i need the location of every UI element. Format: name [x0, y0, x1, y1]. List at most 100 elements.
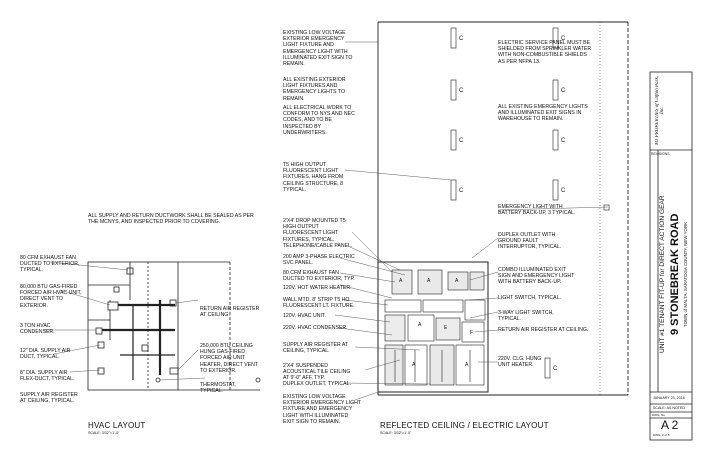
fixture-mark-f: F [470, 330, 474, 336]
emergency-light-icon [603, 204, 610, 211]
sheet-number: A 2 [661, 418, 679, 432]
fixture-mark-c: C [561, 88, 566, 94]
fixture-mark-a: A [455, 278, 459, 284]
elec-note-codes: ALL ELECTRICAL WORK TO CONFORM TO NYS an… [283, 105, 355, 136]
elec-note-existing-emergency: EXISTING LOW VOLTAGE EXTERIOR EMERGENCY … [283, 30, 353, 68]
elec-note-supply-register: SUPPLY AIR REGISTER at CEILING, TYPICAL. [283, 342, 349, 355]
ceiling-grid [384, 299, 422, 313]
thermostat [255, 377, 261, 383]
supply-register [97, 341, 105, 349]
elec-note-service-panel-shield: ELECTRIC SERVICE PANEL MUST BE SHIELDED … [498, 40, 592, 65]
t5-fixtures [450, 27, 610, 379]
project-town: TOWN of MALTA, SARATOGA COUNTY, NEW YORK [683, 221, 688, 327]
fixture-mark-c: C [459, 188, 464, 194]
elec-note-3way-switch: 3-WAY LIGHT SWITCH, TYPICAL. [498, 310, 554, 323]
fixture-mark-c: C [459, 36, 464, 42]
unit-heater-icon [544, 357, 551, 379]
elec-note-combo-exit: COMBO ILLUMINATED EXIT SIGN and EMERGENC… [498, 267, 575, 286]
hvac-note-condenser: 3 TON HVAC CONDENSER. [20, 323, 55, 336]
fixture [391, 269, 413, 295]
elec-note-return-register: RETURN AIR REGISTER at CEILING. [498, 327, 589, 333]
fixture-mark-a: A [418, 322, 422, 328]
project-title: UNIT #1 TENANT FIT-UP for DIRECT ACTION … [659, 195, 666, 353]
elec-note-existing-exterior: ALL EXISTING EXTERIOR LIGHT FIXTURES AND… [283, 77, 346, 102]
elec-note-t5-fixtures: T5 HIGH OUTPUT FLUORESCENT LIGHT FIXTURE… [283, 162, 344, 193]
elec-note-ceiling-tile: 2'x4' SUSPENDED ACOUSTICAL TILE CEILING … [283, 363, 351, 382]
elec-note-water-heater: 120V. HOT WATER HEATER. [283, 285, 352, 291]
firm-name: MJ PROPERTIES of Clifton Park, Inc. [655, 75, 665, 145]
ceiling-grid [422, 299, 464, 313]
unit-heater [169, 367, 179, 375]
tenant-unit-plan [377, 261, 489, 393]
hvac-note-supply-duct: 12" DIA. SUPPLY AIR DUCT, TYPICAL. [20, 348, 71, 361]
elec-note-exhaust-fan: 80 CFM EXHAUST FAN DUCTED TO EXTERIOR, T… [283, 270, 355, 283]
ceiling-grid [461, 321, 485, 343]
fixture [447, 271, 469, 291]
elec-note-duplex-outlet: DUPLEX OUTLET, TYPICAL. [283, 381, 351, 387]
fixture-mark-a: A [399, 278, 403, 284]
hvac-note-exhaust-fan: 80 CFM EXHAUST FAN DUCTED TO EXTERIOR, T… [20, 255, 80, 274]
hvac-note-return-register: RETURN AIR REGISTER AT CEILING. [200, 306, 260, 319]
t5-fixture-icon [552, 27, 559, 49]
hvac-note-flex-duct: 8" DIA. SUPPLY AIR FLEX-DUCT, TYPICAL. [20, 370, 75, 383]
t5-fixture-icon [552, 129, 559, 151]
hvac-note-forced-air-unit: 80,000 BTU GAS-FIRED FORCED AIR HVAC UNI… [20, 284, 82, 309]
elec-note-unit-heater: 220V. CLG. HUNG UNIT HEATER. [498, 356, 542, 369]
sheet-count: DWG. 2 of 5 [653, 433, 670, 437]
hvac-note-supply-register: SUPPLY AIR REGISTER AT CEILING, TYPICAL. [20, 392, 78, 405]
fixture-mark-c: C [561, 188, 566, 194]
hvac-plan-wall [87, 261, 179, 391]
ceiling-grid [384, 314, 406, 342]
ceiling-grid [435, 317, 461, 341]
elec-note-hvac-condenser: 220V. HVAC CONDENSER. [283, 325, 348, 331]
electric-leaders [334, 41, 609, 401]
elec-note-strip-fixture: WALL MTD. 8' STRIP T5 HO FLUORESCENT LT.… [283, 297, 355, 310]
fixture-mark-c: C [553, 366, 558, 372]
t5-fixture-icon [450, 27, 457, 49]
ceiling-grid [407, 314, 435, 342]
fixture-mark-a: A [427, 278, 431, 284]
electric-layout-scale: SCALE: 3/32"=1'-0" [380, 431, 412, 435]
dwg-no-label: DWG. No. [652, 413, 666, 417]
elec-note-light-switch: LIGHT SWITCH, TYPICAL. [498, 295, 561, 301]
exhaust-fan [113, 286, 120, 293]
supply-register [141, 344, 149, 352]
t5-fixture-icon [450, 179, 457, 201]
fixture-mark-a: A [465, 362, 469, 368]
fixture-mark-e: E [444, 325, 448, 331]
elec-note-gfi-outlet: DUPLEX OUTLET with GROUND FAULT INTERRUP… [498, 232, 562, 251]
elec-note-drop-fixtures: 2'x4' DROP MOUNTED T5 HIGH OUTPUT FLUORE… [283, 218, 346, 243]
elec-note-svc-panel: 200 AMP 3-PHASE ELECTRIC SVC PANEL. [283, 254, 355, 267]
fixture-mark-c: C [459, 138, 464, 144]
hvac-layout-title: HVAC LAYOUT [88, 421, 146, 430]
t5-fixture-icon [552, 179, 559, 201]
exhaust-fan [126, 267, 134, 275]
electric-layout-title: REFLECTED CEILING / ELECTRIC LAYOUT [380, 421, 549, 430]
drawing-date: JANUARY 23, 2018 [653, 396, 685, 400]
hvac-layout-scale: SCALE: 3/32"=1'-0" [88, 431, 120, 435]
drawing-scale: SCALE: AS NOTED [653, 406, 685, 410]
ceiling-grid [404, 344, 428, 386]
hvac-plan [87, 261, 261, 391]
ceiling-grid [455, 344, 485, 386]
elec-note-existing-warehouse: ALL EXISTING EMERGENCY LIGHTS and ILLUMI… [498, 104, 588, 123]
supply-register [97, 367, 105, 375]
fixture-mark-a: A [412, 362, 416, 368]
t5-fixture-icon [552, 79, 559, 101]
hvac-note-unit-heater: 250,000 BTU CEILING HUNG GAS-FIRED FORCE… [200, 343, 258, 374]
title-block-frame [649, 71, 693, 441]
hvac-general-note: ALL SUPPLY AND RETURN DUCTWORK SHALL BE … [88, 213, 254, 226]
fixture-mark-c: C [561, 138, 566, 144]
t5-fixture-icon [450, 129, 457, 151]
fixture-mark-c: C [561, 36, 566, 42]
hvac-note-thermostat: THERMOSTAT, TYPICAL. [200, 382, 236, 395]
fixture-mark-c: C [459, 88, 464, 94]
elec-note-emergency-light: EMERGENCY LIGHT with BATTERY BACK-UP, 3 … [498, 204, 576, 217]
t5-fixture-icon [450, 79, 457, 101]
thermostat [155, 377, 161, 383]
revisions-label: REVISIONS [651, 152, 670, 156]
elec-note-telephone-panel: TELEPHONE/CABLE PANEL. [283, 243, 353, 249]
elec-note-existing-emergency-bottom: EXISTING LOW VOLTAGE EXTERIOR EMERGENCY … [283, 394, 361, 425]
hvac-condenser [95, 327, 103, 335]
